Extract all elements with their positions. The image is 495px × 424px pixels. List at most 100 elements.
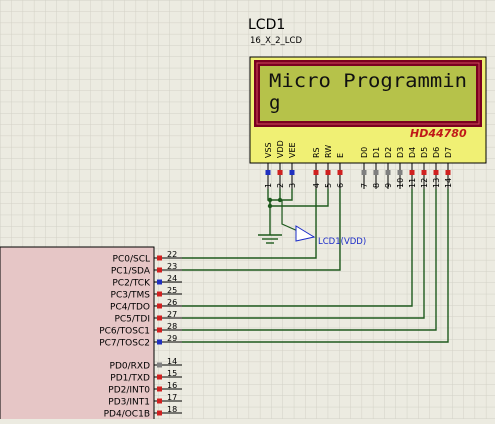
- lcd-pin-marker[interactable]: [445, 170, 451, 175]
- lcd-pin-marker[interactable]: [409, 170, 415, 175]
- lcd-pin-name: RW: [324, 145, 333, 158]
- lcd-pin-number: 6: [336, 183, 345, 188]
- mcu-pin-name: PC2/TCK: [112, 279, 151, 289]
- lcd-pin-name: D0: [360, 147, 369, 158]
- lcd-pin-name: D7: [444, 147, 453, 158]
- lcd-pin-marker[interactable]: [421, 170, 427, 175]
- mcu-pin-name: PD2/INT0: [108, 386, 150, 396]
- mcu-pin-marker[interactable]: [157, 410, 162, 416]
- mcu-pin-number: 26: [167, 298, 177, 307]
- mcu-pin-number: 23: [167, 262, 177, 271]
- lcd-line-2: g: [269, 92, 280, 114]
- lcd-bezel-inner: [256, 62, 480, 125]
- lcd-pin-marker[interactable]: [313, 170, 319, 175]
- lcd-pin-marker[interactable]: [373, 170, 379, 175]
- mcu-pin-number: 25: [167, 286, 177, 295]
- lcd-pin-name: D1: [372, 147, 381, 158]
- lcd-pin-marker[interactable]: [325, 170, 331, 175]
- lcd-pin-name: RS: [312, 147, 321, 158]
- lcd-pin-name: D6: [432, 147, 441, 158]
- mcu-pin-marker[interactable]: [157, 303, 162, 309]
- mcu-pin-number: 28: [167, 322, 177, 331]
- mcu-pin-number: 17: [167, 393, 177, 402]
- mcu-pin-marker[interactable]: [157, 255, 162, 261]
- wire: [182, 189, 413, 307]
- mcu-pin-number: 29: [167, 334, 177, 343]
- lcd-pin-marker[interactable]: [385, 170, 391, 175]
- lcd-pin-name: VDD: [276, 140, 285, 158]
- mcu-pin-marker[interactable]: [157, 267, 162, 273]
- mcu-pin-name: PC4/TDO: [110, 303, 150, 313]
- lcd-pin-name: D2: [384, 147, 393, 158]
- lcd-pin-number: 3: [288, 183, 297, 188]
- lcd-pin-name: VSS: [264, 142, 273, 158]
- lcd-pin-marker[interactable]: [289, 170, 295, 175]
- mcu-pin-marker[interactable]: [157, 398, 162, 404]
- mcu-pin-number: 27: [167, 310, 177, 319]
- lcd-pin-number: 4: [312, 183, 321, 188]
- wire: [182, 189, 449, 343]
- lcd-pin-number: 8: [372, 183, 381, 188]
- lcd-pin-number: 1: [264, 183, 273, 188]
- lcd-name: LCD1: [248, 17, 285, 33]
- lcd-pin-name: D4: [408, 147, 417, 158]
- lcd-controller-label: HD44780: [410, 127, 467, 140]
- mcu-pin-name: PD4/OC1B: [104, 410, 150, 420]
- lcd-pin-marker[interactable]: [397, 170, 403, 175]
- lcd-screen: [260, 66, 476, 121]
- mcu-pin-number: 15: [167, 369, 177, 378]
- ground-symbol: [258, 200, 282, 244]
- lcd-pin-marker[interactable]: [361, 170, 367, 175]
- mcu-pin-marker[interactable]: [157, 327, 162, 333]
- lcd-pin-number: 9: [384, 183, 393, 188]
- wire-junction: [277, 197, 283, 203]
- lcd-pin-marker[interactable]: [337, 170, 343, 175]
- mcu-pin-marker[interactable]: [157, 279, 162, 285]
- lcd-pin-number: 13: [432, 178, 441, 188]
- lcd-pin-name: VEE: [288, 142, 297, 158]
- lcd-pin-number: 12: [420, 178, 429, 188]
- mcu-pin-name: PC1/SDA: [111, 267, 151, 277]
- mcu-pin-marker[interactable]: [157, 291, 162, 297]
- mcu-pin-number: 22: [167, 250, 177, 259]
- lcd-pin-number: 7: [360, 183, 369, 188]
- lcd-pin-number: 2: [276, 183, 285, 188]
- mcu-pin-name: PC7/TOSC2: [99, 339, 150, 349]
- wire-group: [182, 189, 449, 343]
- mcu-pin-name: PC0/SCL: [113, 255, 150, 265]
- mcu-pin-name: PD1/TXD: [110, 374, 150, 384]
- lcd-pin-marker[interactable]: [277, 170, 283, 175]
- mcu-pin-name: PC3/TMS: [111, 291, 151, 301]
- mcu-pin-name: PC5/TDI: [114, 315, 150, 325]
- mcu-pin-name: PD3/INT1: [108, 398, 150, 408]
- lcd-model: 16_X_2_LCD: [250, 36, 302, 46]
- wire: [182, 189, 437, 331]
- wire: [182, 189, 425, 319]
- mcu-pin-marker[interactable]: [157, 374, 162, 380]
- mcu-pin-name: PD0/RXD: [110, 362, 151, 372]
- mcu-pin-number: 24: [167, 274, 177, 283]
- lcd-pin-name: D3: [396, 147, 405, 158]
- lcd-pin-number: 10: [396, 178, 405, 188]
- lcd-line-1: Micro Programmin: [269, 70, 467, 92]
- mcu-body: [0, 246, 155, 424]
- voltage-probe[interactable]: LCD1(VDD): [281, 200, 366, 247]
- lcd-pin-name: E: [336, 153, 345, 158]
- wire: [182, 189, 341, 271]
- lcd-component[interactable]: LCD1 16_X_2_LCD Micro Programmin g HD447…: [248, 17, 487, 189]
- lcd-pin-number: 14: [444, 178, 453, 188]
- probe-label: LCD1(VDD): [318, 237, 366, 247]
- mcu-pin-marker[interactable]: [157, 386, 162, 392]
- lcd-pin-name: D5: [420, 147, 429, 158]
- lcd-pin-row: VSS1VDD2VEE3RS4RW5E6D07D18D29D310D411D51…: [264, 140, 453, 189]
- mcu-pin-marker[interactable]: [157, 362, 162, 368]
- lcd-pin-marker[interactable]: [265, 170, 271, 175]
- lcd-pin-number: 11: [408, 178, 417, 188]
- mcu-pin-marker[interactable]: [157, 339, 162, 345]
- mcu-pin-marker[interactable]: [157, 315, 162, 321]
- mcu-pin-number: 16: [167, 381, 177, 390]
- lcd-pin-marker[interactable]: [433, 170, 439, 175]
